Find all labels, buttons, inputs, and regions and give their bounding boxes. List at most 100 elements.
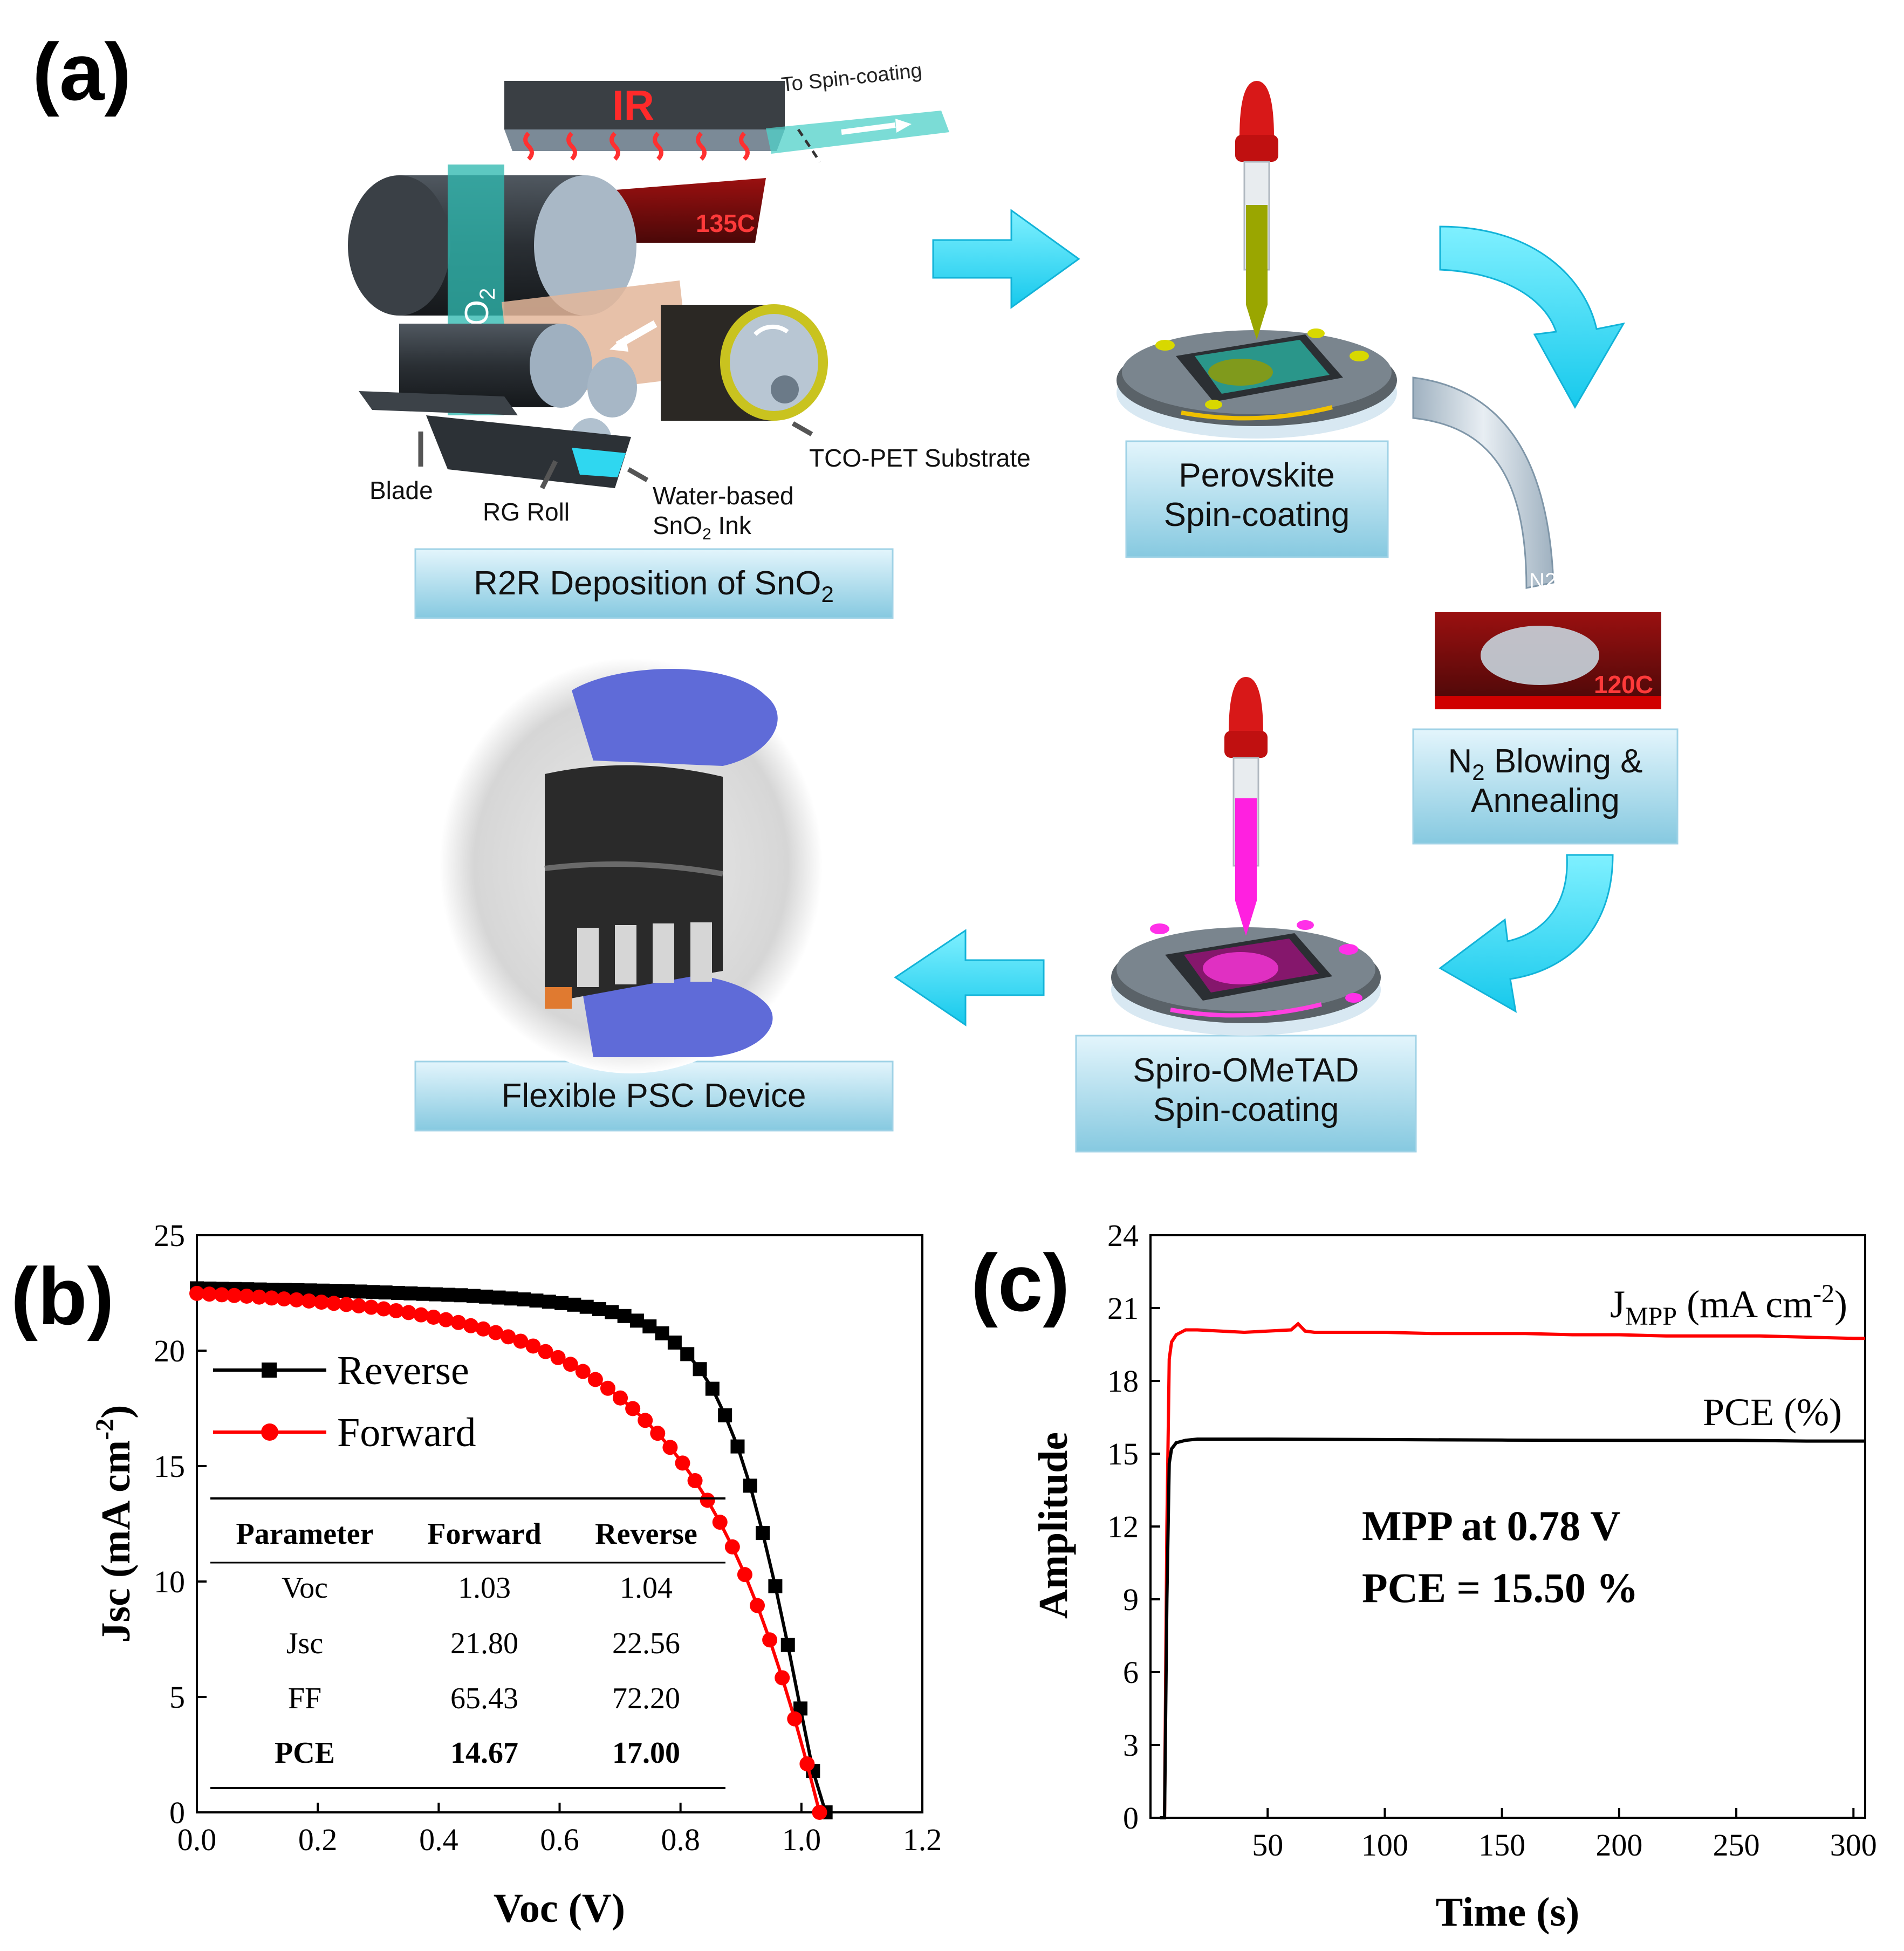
spiro-spin-coater — [1111, 920, 1381, 1036]
temp-135-label: 135C — [696, 209, 755, 237]
data-point-reverse — [592, 1302, 607, 1316]
r2r-label-sub: 2 — [821, 581, 834, 607]
flexible-label: Flexible PSC Device — [501, 1077, 806, 1114]
chart-b-ylabel: Jsc (mA cm-2) — [91, 1405, 139, 1643]
data-point-reverse — [378, 1285, 393, 1300]
y-tick-label: 3 — [1123, 1728, 1139, 1763]
svg-text:R2R Deposition of SnO2: R2R Deposition of SnO2 — [474, 565, 834, 607]
table-cell: Voc — [282, 1571, 328, 1605]
data-point-forward — [488, 1325, 504, 1340]
x-tick-label: 200 — [1595, 1827, 1642, 1863]
data-point-forward — [638, 1413, 653, 1428]
upper-roll-back — [348, 175, 450, 316]
data-point-reverse — [756, 1526, 770, 1541]
ir-label: IR — [612, 81, 654, 129]
data-point-forward — [388, 1303, 404, 1318]
data-point-forward — [700, 1493, 715, 1508]
data-point-forward — [189, 1285, 204, 1301]
x-tick-label: 100 — [1361, 1827, 1408, 1863]
web-direction-arrowhead — [609, 336, 628, 352]
strip-arrowhead — [895, 119, 912, 133]
jmpp-sup: -2 — [1813, 1279, 1834, 1308]
perovskite-label-1: Perovskite — [1179, 457, 1334, 494]
arrow-curved-1 — [1439, 225, 1625, 409]
y-tick-label: 10 — [154, 1564, 185, 1599]
data-point-reverse — [655, 1326, 669, 1340]
data-point-reverse — [529, 1293, 544, 1308]
legend-reverse-label: Reverse — [337, 1348, 469, 1393]
data-point-reverse — [554, 1296, 569, 1310]
data-point-forward — [575, 1364, 591, 1379]
tco-label: TCO-PET Substrate — [809, 444, 1031, 472]
n2-label-sub: 2 — [1472, 759, 1484, 785]
data-point-forward — [650, 1426, 666, 1441]
chart-c-series — [1160, 1322, 1865, 1819]
label-pointers — [418, 421, 813, 490]
data-point-forward — [326, 1296, 341, 1311]
cut-line — [797, 128, 821, 163]
ink-label-1: Water-based — [653, 482, 794, 510]
data-point-reverse — [730, 1439, 745, 1454]
annotation-mpp: MPP at 0.78 V — [1362, 1502, 1621, 1549]
chart-b-ylabel-end: ) — [93, 1405, 139, 1419]
data-point-reverse — [340, 1284, 355, 1298]
ink-sno2-sub: 2 — [702, 525, 711, 543]
y-tick-label: 18 — [1107, 1364, 1139, 1399]
data-point-forward — [301, 1293, 317, 1309]
chart-b-legend: Reverse Forward — [213, 1348, 476, 1455]
table-cell: 72.20 — [612, 1682, 680, 1715]
y-tick-label: 0 — [169, 1795, 185, 1830]
table-cell: 17.00 — [612, 1736, 680, 1770]
y-tick-label: 25 — [154, 1218, 185, 1253]
data-point-forward — [426, 1309, 441, 1325]
data-point-forward — [550, 1350, 566, 1365]
data-point-reverse — [617, 1309, 632, 1323]
perovskite-spin-coater — [1117, 328, 1397, 439]
data-point-reverse — [328, 1284, 343, 1298]
annotation-pce: PCE = 15.50 % — [1362, 1564, 1638, 1611]
data-point-forward — [227, 1288, 242, 1303]
roll-axle — [771, 375, 799, 403]
table-cell: 1.04 — [620, 1571, 673, 1605]
chart-b-ylabel-sup: -2 — [91, 1419, 119, 1440]
data-point-forward — [413, 1307, 429, 1323]
y-tick-label: 15 — [154, 1449, 185, 1484]
table-cell: 65.43 — [450, 1682, 518, 1715]
data-point-forward — [712, 1515, 728, 1530]
data-point-forward — [438, 1312, 454, 1327]
y-tick-label: 9 — [1123, 1582, 1139, 1617]
data-point-forward — [737, 1567, 752, 1583]
data-point-reverse — [454, 1288, 468, 1303]
blade-label: Blade — [369, 476, 433, 504]
data-point-reverse — [718, 1408, 732, 1422]
data-point-reverse — [579, 1299, 594, 1314]
data-point-reverse — [680, 1347, 695, 1361]
ink-liquid — [572, 448, 626, 477]
data-point-forward — [762, 1632, 778, 1648]
ir-waves — [523, 132, 750, 161]
guide-roll-face — [587, 357, 637, 417]
blade — [359, 391, 518, 415]
data-point-forward — [476, 1321, 491, 1337]
x-tick-label: 50 — [1252, 1827, 1283, 1863]
data-point-forward — [376, 1301, 392, 1317]
jmpp-sub: MPP — [1625, 1302, 1677, 1331]
x-tick-label: 0.6 — [540, 1822, 579, 1857]
chart-b-series — [189, 1281, 833, 1820]
spiro-dropper-icon — [1224, 677, 1268, 936]
table-cell: Jsc — [286, 1627, 323, 1660]
data-point-forward — [339, 1297, 354, 1312]
data-point-forward — [364, 1299, 379, 1315]
n2-label-rest: Blowing & — [1485, 743, 1643, 780]
panel-b-letter: (b) — [11, 1251, 114, 1341]
table-header-parameter: Parameter — [236, 1517, 374, 1551]
data-point-forward — [513, 1333, 529, 1349]
data-point-reverse — [428, 1287, 443, 1302]
data-point-forward — [525, 1338, 541, 1354]
x-tick-label: 1.0 — [782, 1822, 821, 1857]
ir-heater — [504, 81, 785, 129]
svg-text:N2 Blowing &: N2 Blowing & — [1448, 743, 1642, 785]
to-spin-coating-label: To Spin-coating — [780, 59, 923, 97]
